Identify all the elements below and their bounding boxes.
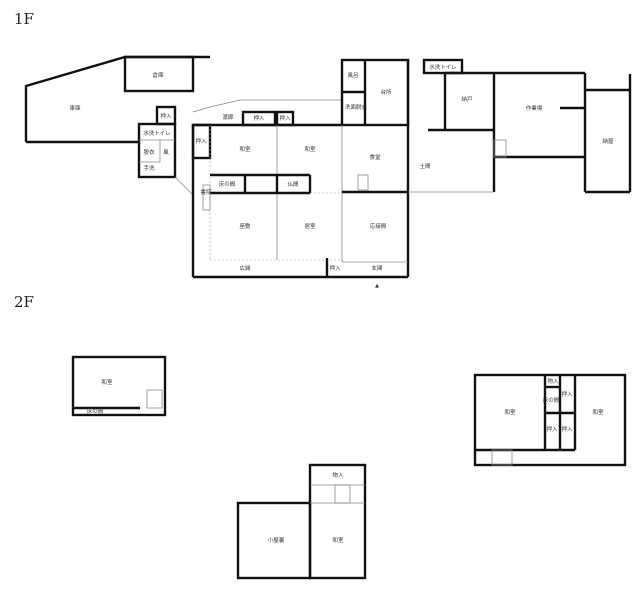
room-closet: 押入 bbox=[253, 116, 265, 122]
room-butsuma: 仏間 bbox=[287, 182, 299, 188]
floor-label-1f: 1F bbox=[14, 10, 34, 28]
room-kitchen: 台所 bbox=[380, 90, 392, 96]
room-corridor: 渡廊 bbox=[222, 115, 234, 121]
room-2f-storage: 物入 bbox=[547, 379, 559, 385]
room-closet: 押入 bbox=[160, 114, 172, 120]
room-washitsu: 和室 bbox=[239, 147, 251, 153]
storage-wall bbox=[123, 55, 195, 93]
room-tokonoma: 床の間 bbox=[218, 182, 236, 188]
room-2f-east-b: 和室 bbox=[592, 410, 604, 416]
room-hiroen: 広縁 bbox=[239, 266, 251, 272]
room-2f-tokonoma: 床の間 bbox=[86, 409, 104, 415]
entrance-arrow-icon: ▲ bbox=[375, 283, 379, 289]
room-kyoshitsu: 居室 bbox=[304, 224, 316, 230]
room-shoin: 書院 bbox=[200, 190, 212, 196]
room-zashiki: 座敷 bbox=[239, 224, 251, 230]
room-nando: 納戸 bbox=[461, 97, 473, 103]
room-2f-closet: 押入 bbox=[561, 427, 573, 433]
room-washroom: 洗面脱衣 bbox=[344, 105, 368, 111]
room-entrance: 玄関 bbox=[371, 266, 383, 272]
room-toilet: 水洗トイレ bbox=[429, 65, 457, 71]
room-2f-east-a: 和室 bbox=[504, 410, 516, 416]
room-2f-closet: 押入 bbox=[546, 427, 558, 433]
room-garage: 車庫 bbox=[69, 106, 81, 112]
room-washbasin: 手洗 bbox=[143, 166, 155, 172]
room-bath-small: 風 bbox=[163, 150, 169, 156]
room-closet: 押入 bbox=[329, 266, 341, 272]
room-2f-tokonoma: 床の間 bbox=[542, 398, 560, 404]
room-closet: 押入 bbox=[279, 116, 291, 122]
room-washitsu: 和室 bbox=[304, 147, 316, 153]
room-dressing: 脱衣 bbox=[143, 150, 155, 156]
room-storage: 倉庫 bbox=[152, 73, 164, 79]
room-2f-south: 和室 bbox=[332, 538, 344, 544]
floor-label-2f: 2F bbox=[14, 293, 34, 311]
room-barn: 納屋 bbox=[602, 139, 614, 145]
room-dining: 食堂 bbox=[369, 155, 381, 161]
room-reception: 応接間 bbox=[369, 224, 387, 230]
room-closet: 押入 bbox=[195, 139, 207, 145]
room-doma: 土間 bbox=[419, 164, 431, 170]
garage-wall bbox=[24, 55, 210, 142]
room-2f-attic: 小屋裏 bbox=[267, 538, 285, 544]
room-bath: 風呂 bbox=[347, 73, 359, 79]
room-2f-storage: 物入 bbox=[332, 473, 344, 479]
room-2f-closet: 押入 bbox=[561, 392, 573, 398]
room-workshop: 作業場 bbox=[525, 106, 543, 112]
room-toilet: 水洗トイレ bbox=[143, 131, 171, 137]
room-2f-west: 和室 bbox=[101, 380, 113, 386]
